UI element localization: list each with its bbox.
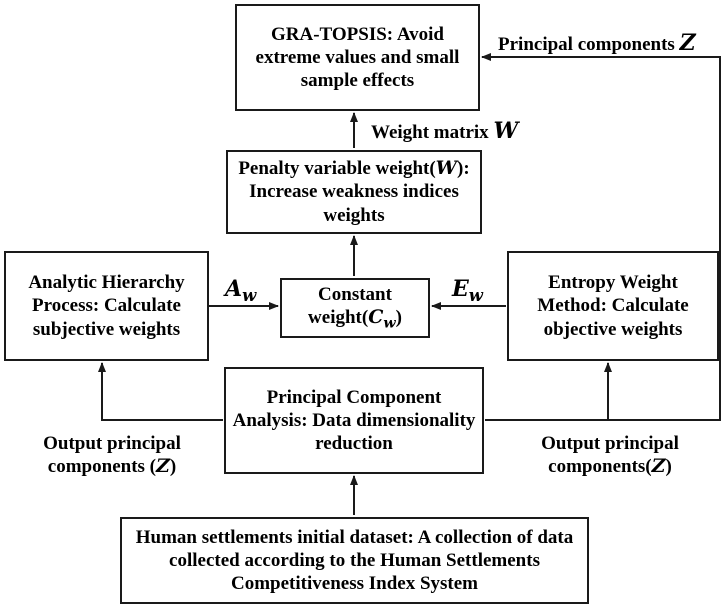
pca-text: Principal Component Analysis: Data dimen… — [232, 386, 476, 455]
output-right-label: Output principal components(Z) — [541, 433, 679, 478]
output-left-label: Output principal components (Z) — [43, 433, 181, 478]
entropy-weight-box: Entropy Weight Method: Calculate objecti… — [507, 251, 719, 361]
ew-label: Ew — [452, 276, 483, 305]
weight-matrix-label: Weight matrix W — [371, 118, 519, 144]
penalty-weight-text: Penalty variable weight(W): Increase wea… — [238, 157, 470, 226]
gra-topsis-box: GRA-TOPSIS: Avoid extreme values and sma… — [235, 4, 480, 111]
arrow-pca-to-ahp — [98, 362, 223, 421]
constant-weight-box: Constant weight(Cw) — [280, 278, 430, 338]
ahp-box: Analytic Hierarchy Process: Calculate su… — [4, 251, 209, 361]
pca-box: Principal Component Analysis: Data dimen… — [224, 367, 484, 474]
dataset-text: Human settlements initial dataset: A col… — [135, 526, 574, 595]
gra-topsis-text: GRA-TOPSIS: Avoid extreme values and sma… — [255, 23, 460, 92]
ahp-text: Analytic Hierarchy Process: Calculate su… — [28, 272, 185, 340]
arrow-pca-to-entropy — [485, 362, 612, 421]
constant-weight-text: Constant weight(Cw) — [308, 284, 402, 332]
aw-label: Aw — [225, 276, 257, 305]
entropy-weight-text: Entropy Weight Method: Calculate objecti… — [537, 272, 689, 340]
principal-components-label: Principal components Z — [498, 30, 696, 56]
penalty-weight-box: Penalty variable weight(W): Increase wea… — [226, 150, 482, 234]
dataset-box: Human settlements initial dataset: A col… — [120, 517, 589, 604]
arrow-pca-to-gra — [481, 53, 721, 421]
